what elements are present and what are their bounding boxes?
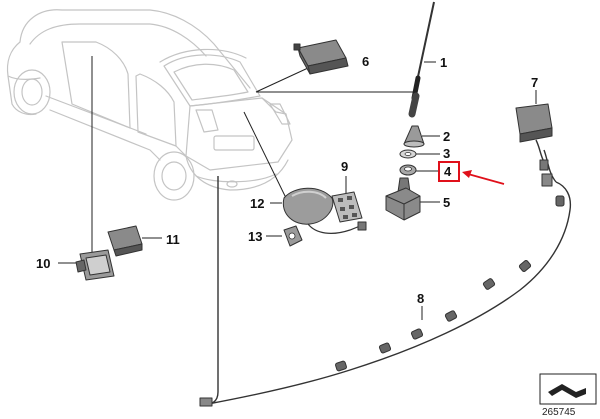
- antenna-rod-1: [408, 1, 435, 118]
- leader-lines: [58, 56, 537, 320]
- callout-4: 4: [444, 164, 452, 179]
- callout-8: 8: [417, 291, 424, 306]
- callout-5: 5: [443, 195, 450, 210]
- callout-6: 6: [362, 54, 369, 69]
- holder-10: [75, 249, 115, 281]
- antenna-base-5: [385, 177, 421, 221]
- nut-4: [399, 164, 417, 176]
- highlight-box: [438, 161, 460, 182]
- antenna-cover-2: [403, 125, 425, 148]
- callout-3: 3: [443, 146, 450, 161]
- callout-13: 13: [248, 229, 262, 244]
- cable-harness-8: [199, 149, 572, 407]
- callout-12: 12: [250, 196, 264, 211]
- callout-11: 11: [166, 232, 180, 247]
- callout-7: 7: [531, 75, 538, 90]
- module-6: [293, 39, 349, 75]
- catalog-number: 265745: [542, 407, 576, 418]
- catalog-icon: [548, 384, 586, 398]
- callout-1: 1: [440, 55, 447, 70]
- callouts: 1 2 3 4 5 6 7 8 9 10 11 12 13: [36, 54, 538, 306]
- amplifier-7: [515, 103, 553, 171]
- callout-10: 10: [36, 256, 50, 271]
- callout-9: 9: [341, 159, 348, 174]
- control-unit-11: [107, 225, 143, 257]
- bracket-9: [331, 191, 363, 223]
- highlight-marker: [438, 161, 505, 185]
- catalog-badge: 265745: [539, 373, 597, 418]
- shark-fin-12: [282, 187, 367, 234]
- washer-3: [399, 149, 417, 159]
- highlight-arrow: [462, 170, 505, 185]
- callout-2: 2: [443, 129, 450, 144]
- grommet-13: [283, 225, 303, 247]
- car-outline: [6, 9, 293, 201]
